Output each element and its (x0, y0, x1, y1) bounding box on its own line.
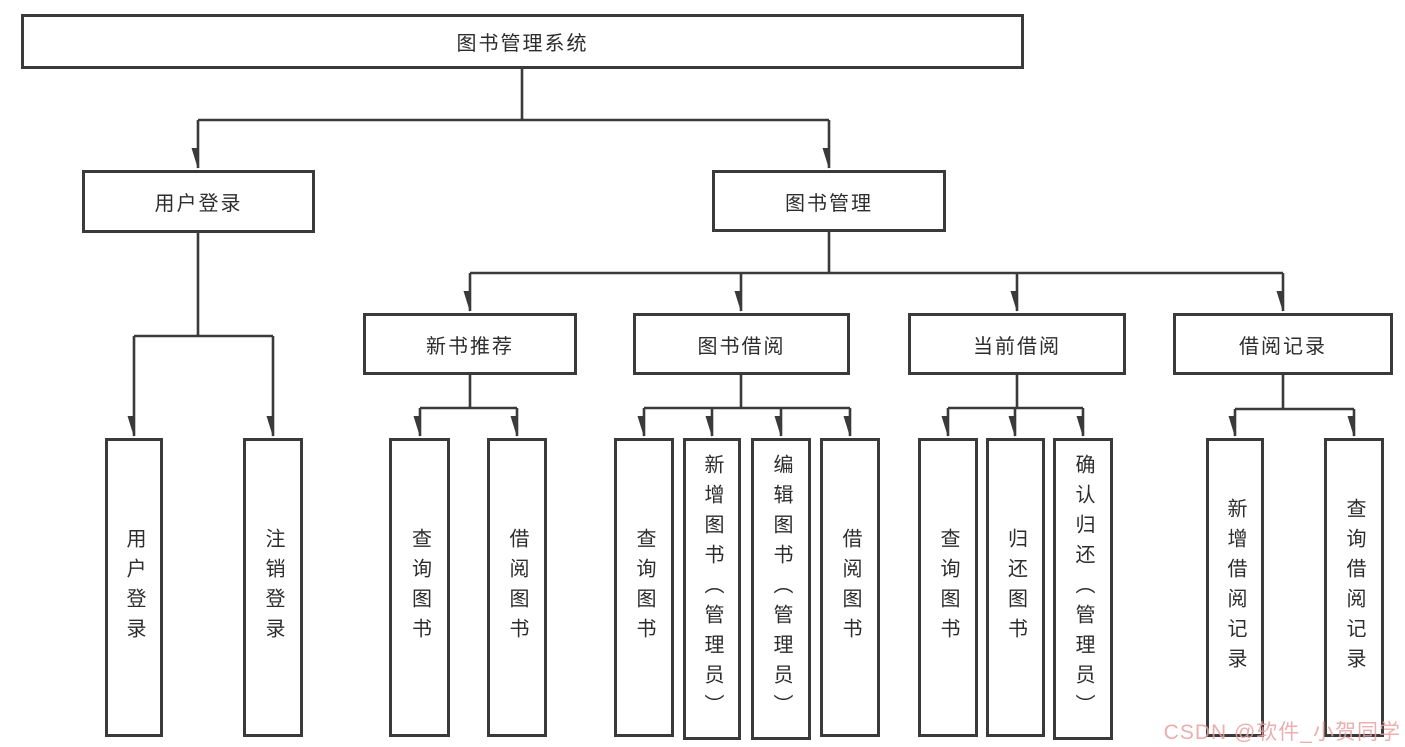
leaf-label: 新增图书（管理员） (701, 454, 723, 724)
leaf-label: 用户登录 (123, 527, 145, 648)
leaf-label: 查询图书 (937, 527, 959, 648)
edge-new-book-recommend-children (420, 375, 519, 436)
node-leaf-user-login: 用户登录 (105, 438, 163, 737)
node-new-book-recommend: 新书推荐 (363, 313, 577, 375)
leaf-label: 借阅图书 (839, 527, 861, 648)
node-leaf-add-book-admin: 新增图书（管理员） (683, 438, 741, 740)
leaf-label: 归还图书 (1004, 527, 1027, 648)
leaf-label: 注销登录 (262, 527, 284, 648)
edge-current-borrow-children (948, 375, 1085, 436)
leaf-label: 确认归还（管理员） (1072, 454, 1094, 724)
node-library-system: 图书管理系统 (21, 14, 1024, 69)
node-leaf-confirm-return-admin: 确认归还（管理员） (1053, 438, 1113, 740)
node-leaf-borrow-books-recommend: 借阅图书 (487, 438, 547, 737)
leaf-label: 查询图书 (408, 527, 431, 648)
edge-book-management-children (470, 232, 1285, 311)
leaf-label: 查询借阅记录 (1343, 497, 1365, 678)
leaf-label: 查询图书 (633, 527, 655, 648)
node-borrow-records: 借阅记录 (1173, 313, 1393, 375)
node-leaf-query-borrow-record: 查询借阅记录 (1324, 438, 1384, 737)
node-leaf-logout: 注销登录 (243, 438, 303, 737)
node-leaf-return-book: 归还图书 (986, 438, 1045, 737)
leaf-label: 借阅图书 (506, 527, 528, 648)
leaf-label: 新增借阅记录 (1224, 497, 1246, 678)
node-book-borrow: 图书借阅 (633, 313, 850, 375)
node-leaf-query-books-borrow: 查询图书 (614, 438, 674, 737)
edge-book-borrow-children (644, 375, 852, 436)
node-book-management: 图书管理 (712, 170, 946, 232)
node-leaf-edit-book-admin: 编辑图书（管理员） (751, 438, 811, 740)
edge-borrow-records-children (1235, 375, 1356, 436)
node-leaf-query-books-current: 查询图书 (918, 438, 978, 737)
edge-root-to-level2 (198, 69, 831, 168)
edge-user-login-children (134, 233, 275, 436)
node-leaf-borrow-books: 借阅图书 (820, 438, 880, 737)
node-leaf-add-borrow-record: 新增借阅记录 (1206, 438, 1264, 737)
node-user-login: 用户登录 (82, 170, 315, 233)
leaf-label: 编辑图书（管理员） (770, 454, 792, 724)
node-leaf-query-books-recommend: 查询图书 (389, 438, 450, 737)
node-current-borrow: 当前借阅 (908, 313, 1126, 375)
